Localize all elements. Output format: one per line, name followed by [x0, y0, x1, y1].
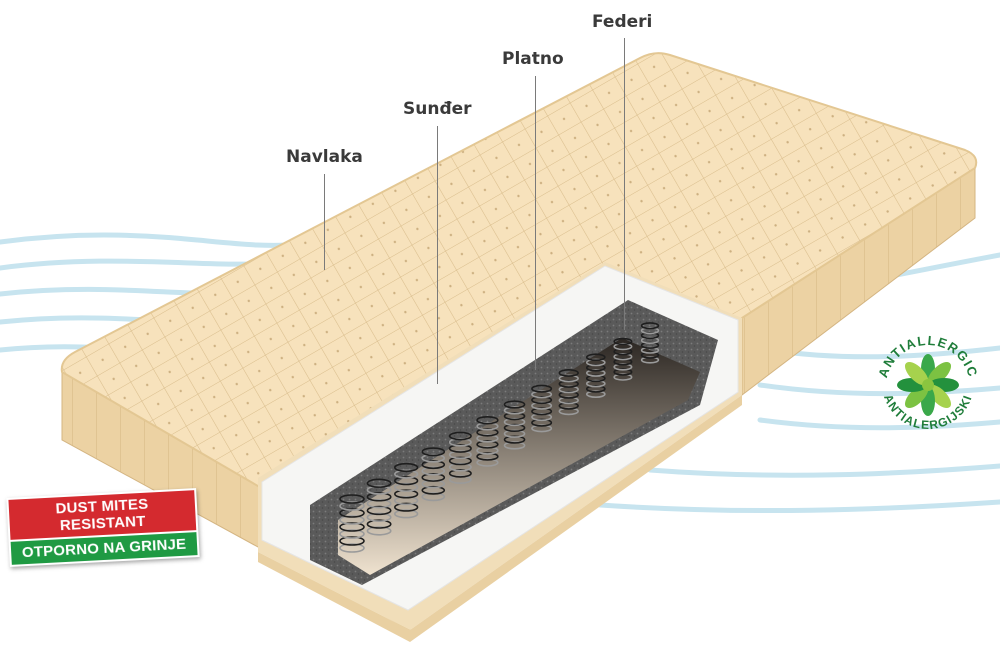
leader-line-canvas	[535, 76, 536, 370]
label-foam: Sunđer	[403, 99, 472, 119]
leader-line-foam	[437, 126, 438, 384]
spring-coil	[394, 462, 419, 519]
label-cover: Navlaka	[286, 147, 363, 167]
spring-coil	[448, 431, 472, 484]
leaf-flower-icon	[897, 354, 959, 416]
spring-coil	[531, 384, 553, 433]
pocket-springs	[339, 322, 660, 553]
label-springs: Federi	[592, 12, 653, 32]
spring-coil	[640, 322, 660, 364]
spring-coil	[558, 369, 579, 416]
antiallergic-badge: ANTIALLERGIC ANTIALERGIJSKI	[875, 333, 979, 432]
spring-coil	[421, 447, 446, 502]
spring-coil	[476, 415, 499, 467]
dust-mites-badge: DUST MITES RESISTANT OTPORNO NA GRINJE	[6, 488, 200, 567]
spring-coil	[503, 400, 526, 450]
spring-coil	[339, 494, 365, 553]
leader-line-cover	[324, 174, 325, 270]
leader-line-springs	[624, 38, 625, 330]
label-canvas: Platno	[502, 49, 564, 69]
spring-coil	[613, 337, 633, 381]
springs-cavity	[338, 338, 700, 575]
spring-coil	[585, 353, 606, 398]
spring-coil	[366, 478, 392, 536]
